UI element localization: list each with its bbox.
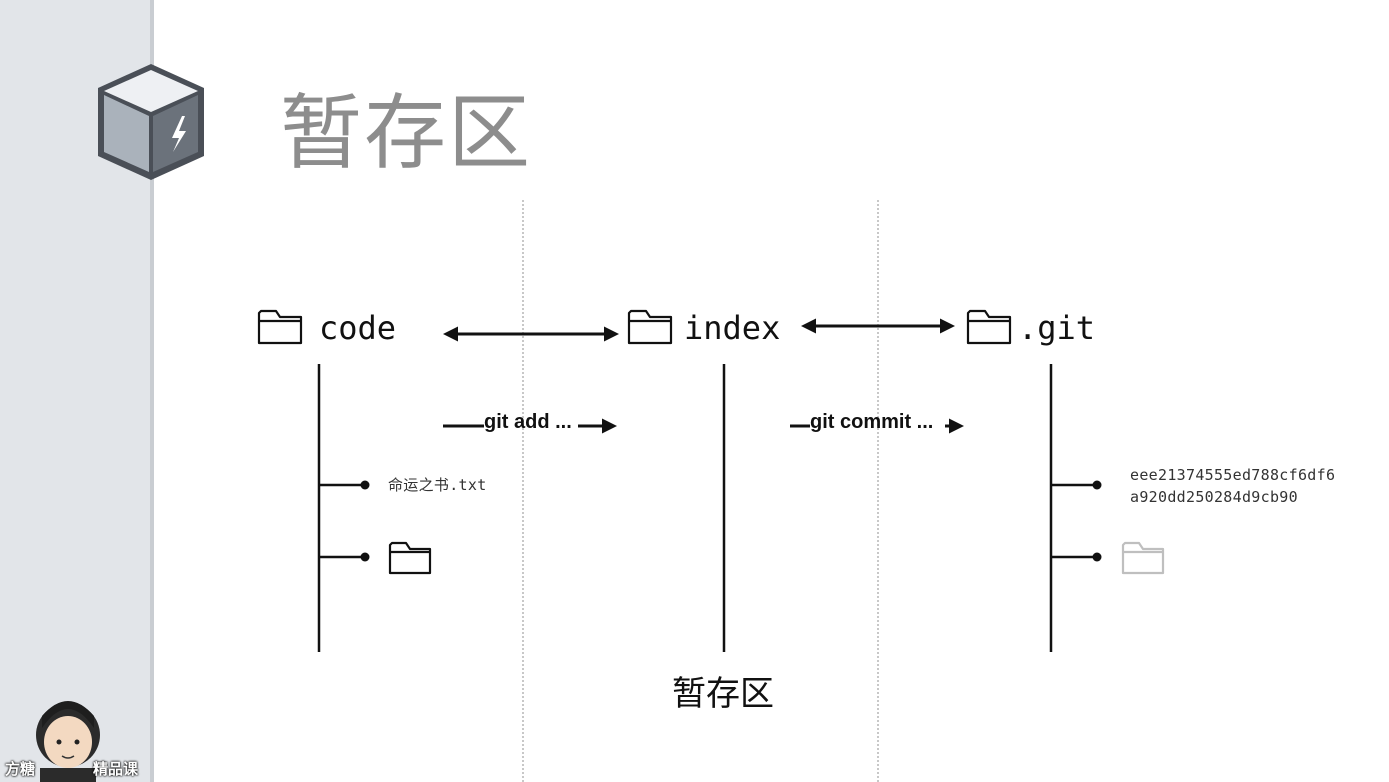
watermark-left: 方糖 (5, 760, 36, 778)
hash-line-2: a920dd250284d9cb90 (1130, 488, 1298, 506)
branch-dot-code-folder (360, 552, 370, 562)
node-label-code: code (319, 309, 397, 347)
command-git-commit: git commit ... (810, 411, 934, 433)
hash-line-1: eee21374555ed788cf6df6 (1130, 466, 1336, 484)
folder-icon-git-child-faded (1121, 541, 1165, 575)
page-title: 暂存区 (280, 86, 533, 181)
node-label-git: .git (1018, 309, 1096, 347)
folder-icon-index (627, 309, 673, 345)
branch-dot-git-hash (1092, 480, 1102, 490)
node-label-index: index (684, 309, 781, 347)
stage-caption: 暂存区 (672, 674, 774, 714)
folder-icon-git (966, 309, 1012, 345)
separator-dotted-right (877, 200, 879, 782)
separator-dotted-left (522, 200, 524, 782)
branch-dot-code-file (360, 480, 370, 490)
command-git-add: git add ... (484, 411, 572, 433)
file-label: 命运之书.txt (388, 476, 487, 494)
folder-icon-code-child (388, 541, 432, 575)
branch-dot-git-folder (1092, 552, 1102, 562)
watermark-right: 精品课 (93, 760, 139, 778)
avatar (36, 701, 100, 782)
folder-icon-code (257, 309, 303, 345)
